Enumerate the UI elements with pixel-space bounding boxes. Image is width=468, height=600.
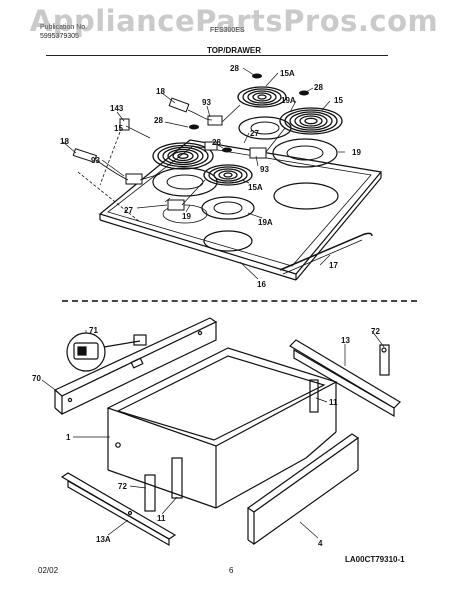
publication-label: Publication No. — [40, 24, 88, 31]
callout-16: 16 — [257, 280, 266, 289]
callout-72: 72 — [371, 327, 380, 336]
burner-bowls — [152, 116, 339, 252]
callout-93: 93 — [260, 165, 269, 174]
callout-93: 93 — [91, 156, 100, 165]
wire-leads — [77, 104, 286, 223]
leader-lines — [41, 67, 385, 539]
callout-70: 70 — [32, 374, 41, 383]
callout-28: 28 — [212, 138, 221, 147]
drawer-parts — [53, 317, 401, 547]
cooktop-panel — [98, 139, 383, 281]
watermark-text: AppliancePartsPros.com — [29, 4, 439, 38]
page-number: 6 — [229, 566, 234, 575]
callout-19: 19 — [352, 148, 361, 157]
callout-17: 17 — [329, 261, 338, 270]
section-divider — [62, 300, 417, 302]
callout-4: 4 — [318, 539, 323, 548]
hinge-rod — [279, 232, 373, 271]
callout-93: 93 — [202, 98, 211, 107]
callout-143: 143 — [110, 104, 124, 113]
callout-1: 1 — [66, 433, 71, 442]
footer-date: 02/02 — [38, 566, 59, 575]
callout-15: 15 — [334, 96, 343, 105]
callout-71: 71 — [89, 326, 98, 335]
callout-28: 28 — [154, 116, 163, 125]
callout-72: 72 — [118, 482, 127, 491]
model-number: FES300ES — [210, 27, 245, 34]
diagram-code: LA00CT79310-1 — [345, 555, 405, 564]
callout-13: 13 — [341, 336, 350, 345]
publication-number: 5995379305 — [40, 33, 79, 40]
callout-27: 27 — [124, 206, 133, 215]
callout-13a: 13A — [96, 535, 111, 544]
callout-19: 19 — [182, 212, 191, 221]
callout-15a: 15A — [248, 183, 263, 192]
callout-18: 18 — [60, 137, 69, 146]
callout-19a: 19A — [258, 218, 273, 227]
callout-15a: 15A — [280, 69, 295, 78]
callout-11: 11 — [329, 398, 338, 407]
callout-27: 27 — [250, 129, 259, 138]
callout-28: 28 — [314, 83, 323, 92]
callout-18: 18 — [156, 87, 165, 96]
coil-elements — [152, 86, 343, 186]
callout-28: 28 — [230, 64, 239, 73]
callout-15: 15 — [114, 124, 123, 133]
section-title: TOP/DRAWER — [206, 46, 262, 55]
callout-19a: 19A — [281, 96, 296, 105]
title-rule — [46, 55, 388, 56]
callout-11: 11 — [157, 514, 166, 523]
receptacles — [72, 97, 267, 211]
